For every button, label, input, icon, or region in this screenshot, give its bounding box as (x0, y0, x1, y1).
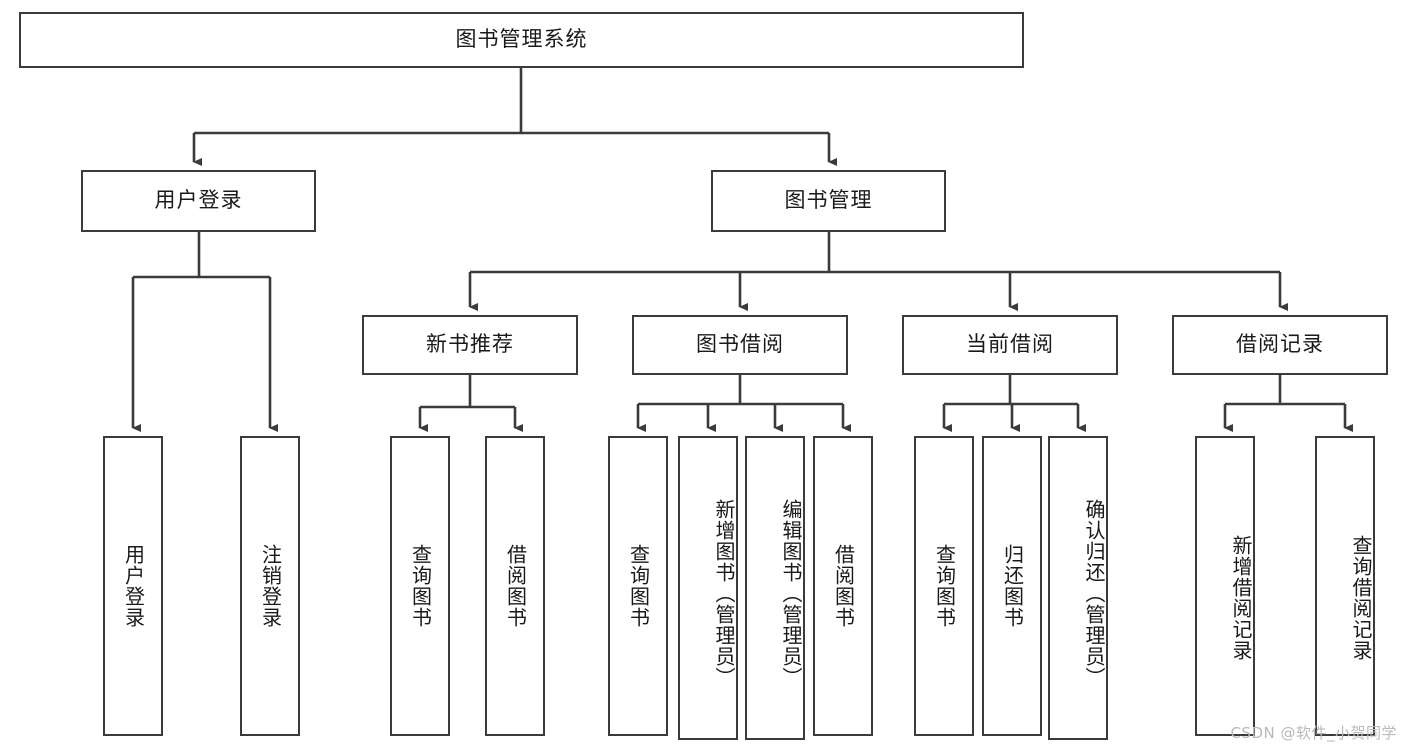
node-book-borrow[interactable]: 图书借阅 (632, 315, 848, 375)
node-leaf-query-book-3[interactable]: 查询图书 (914, 436, 974, 736)
node-leaf-query-book-2[interactable]: 查询图书 (608, 436, 668, 736)
node-user-login[interactable]: 用户登录 (81, 170, 316, 232)
watermark: CSDN @软件_小贺同学 (1230, 724, 1397, 742)
node-root[interactable]: 图书管理系统 (19, 12, 1024, 68)
node-leaf-add-book[interactable]: 新增图书（管理员） (678, 436, 738, 740)
node-leaf-return-book[interactable]: 归还图书 (982, 436, 1042, 736)
node-leaf-add-record[interactable]: 新增借阅记录 (1195, 436, 1255, 736)
node-current-borrow[interactable]: 当前借阅 (902, 315, 1118, 375)
node-leaf-edit-book[interactable]: 编辑图书（管理员） (745, 436, 805, 740)
node-leaf-user-logout[interactable]: 注销登录 (240, 436, 300, 736)
node-new-book-recommend[interactable]: 新书推荐 (362, 315, 578, 375)
node-book-manage[interactable]: 图书管理 (711, 170, 946, 232)
node-borrow-record[interactable]: 借阅记录 (1172, 315, 1388, 375)
node-leaf-borrow-book-1[interactable]: 借阅图书 (485, 436, 545, 736)
node-leaf-user-login[interactable]: 用户登录 (103, 436, 163, 736)
node-leaf-query-record[interactable]: 查询借阅记录 (1315, 436, 1375, 736)
node-leaf-query-book-1[interactable]: 查询图书 (390, 436, 450, 736)
node-leaf-confirm-return[interactable]: 确认归还（管理员） (1048, 436, 1108, 740)
node-leaf-borrow-book-2[interactable]: 借阅图书 (813, 436, 873, 736)
